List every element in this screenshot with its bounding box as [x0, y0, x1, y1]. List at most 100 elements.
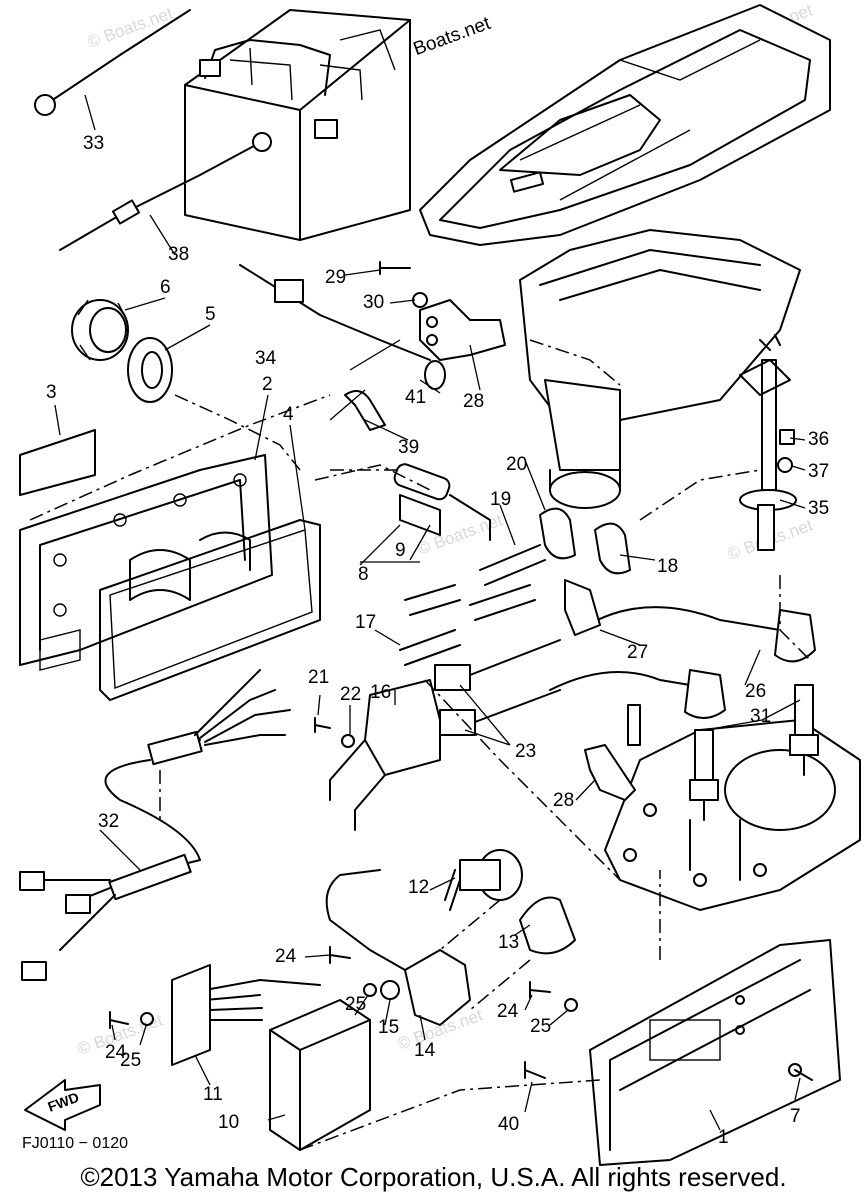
- callout: 37: [808, 461, 829, 482]
- washer: [363, 983, 377, 997]
- callout: 33: [83, 133, 104, 154]
- bolt: [329, 946, 351, 964]
- watercraft-hull: [419, 4, 831, 246]
- callout: 24: [275, 946, 297, 967]
- callout: 25: [345, 994, 366, 1015]
- callout: 3: [46, 382, 57, 403]
- battery-lead: [44, 9, 191, 106]
- plug-cap: [684, 669, 726, 719]
- callout: 16: [370, 682, 391, 703]
- bolt: [529, 981, 551, 999]
- callout: 10: [218, 1112, 239, 1133]
- callout: 30: [363, 292, 384, 313]
- callout: 15: [378, 1017, 399, 1038]
- battery: [184, 9, 411, 241]
- callout: 38: [168, 244, 189, 265]
- callout: 13: [498, 932, 519, 953]
- lead-terminal: [34, 94, 56, 116]
- callout: 28: [463, 391, 484, 412]
- callout: 39: [398, 437, 419, 458]
- callout: 32: [98, 811, 119, 832]
- hose-clamp: [539, 507, 576, 560]
- callout: 41: [405, 387, 426, 408]
- callout: 12: [408, 877, 429, 898]
- callout: 26: [745, 681, 766, 702]
- callout: 25: [530, 1016, 551, 1037]
- callout: 23: [515, 741, 536, 762]
- callout: 4: [283, 404, 294, 425]
- ground-terminal: [380, 980, 400, 1000]
- callout: 8: [358, 564, 369, 585]
- washer: [412, 292, 428, 308]
- spark-plug-lead: [579, 606, 781, 631]
- cable-clamp: [564, 579, 601, 636]
- cap: [71, 299, 129, 361]
- screw: [794, 1069, 813, 1081]
- callout: 24: [497, 1001, 519, 1022]
- callout: 34: [255, 348, 277, 369]
- lead-clip: [111, 199, 141, 225]
- washer: [341, 734, 355, 748]
- callout: 1: [718, 1127, 729, 1148]
- callout: 35: [808, 498, 829, 519]
- callout: 36: [808, 429, 829, 450]
- bolt: [109, 1011, 129, 1029]
- callout: 28: [553, 790, 574, 811]
- bracket: [419, 299, 506, 361]
- electrical-box-cover: [19, 454, 273, 671]
- callout: 31: [750, 706, 771, 727]
- callout: 22: [340, 684, 361, 705]
- callout: 2: [262, 374, 273, 395]
- relay-bracket: [519, 896, 576, 955]
- callout: 20: [506, 454, 527, 475]
- gasket: [99, 519, 321, 701]
- ignition-coil: [329, 639, 561, 831]
- starter-relay: [444, 849, 523, 911]
- callout: 6: [160, 277, 171, 298]
- callout: 14: [414, 1040, 436, 1061]
- spark-plug-lead: [549, 671, 691, 691]
- bolt: [524, 1061, 546, 1079]
- connector: [274, 279, 304, 303]
- washer: [777, 457, 793, 473]
- lead-terminal: [252, 132, 272, 152]
- callout: 29: [325, 267, 346, 288]
- watermark: © Boats.net: [415, 510, 505, 558]
- seal-ring: [127, 337, 173, 403]
- callout: 27: [627, 642, 648, 663]
- hoses: [399, 544, 546, 666]
- temperature-sender: [739, 334, 797, 551]
- electrical-box-lower: [589, 939, 841, 1166]
- bolt: [314, 717, 331, 733]
- washer: [140, 1012, 154, 1026]
- callout: 11: [203, 1084, 223, 1105]
- diagram-code: FJ0110 − 0120: [22, 1135, 128, 1152]
- spark-plug: [689, 729, 719, 821]
- cable-clamp: [344, 390, 386, 431]
- bolt: [627, 704, 641, 746]
- washer: [564, 998, 578, 1012]
- bolt: [379, 261, 411, 275]
- mounting-bracket: [171, 964, 211, 1066]
- callout: 24: [105, 1042, 127, 1063]
- hose-clamp: [594, 522, 631, 575]
- callout: 19: [490, 489, 511, 510]
- wire-harness: [19, 669, 291, 981]
- callout: 7: [790, 1106, 801, 1127]
- wire-lead: [239, 264, 431, 361]
- callout: 25: [120, 1050, 141, 1071]
- battery-lead: [59, 139, 266, 251]
- callouts: 1 2 3 4 5 6 7 8 9 10 11 12 13 14 15 16 1…: [46, 133, 829, 1148]
- copyright-notice: ©2013 Yamaha Motor Corporation, U.S.A. A…: [80, 1162, 787, 1192]
- cdi-unit: [204, 979, 371, 1151]
- callout: 9: [395, 540, 406, 561]
- callout: 18: [657, 556, 678, 577]
- engine-block: [519, 229, 801, 509]
- bolt: [779, 429, 795, 445]
- callout: 5: [205, 304, 216, 325]
- forward-arrow: FWD: [24, 1079, 101, 1131]
- spark-plug: [789, 684, 819, 776]
- callout: 17: [355, 612, 376, 633]
- plug-cap: [774, 609, 816, 663]
